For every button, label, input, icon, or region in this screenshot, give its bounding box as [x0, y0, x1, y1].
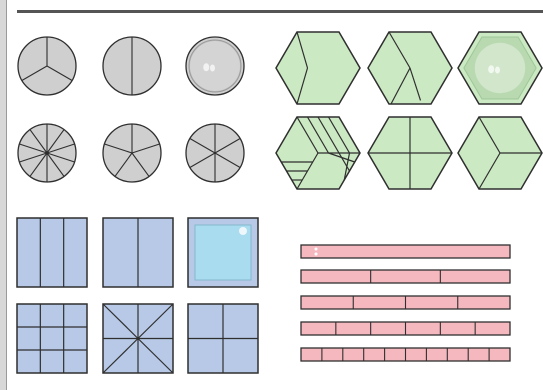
bar-whole[interactable] — [300, 244, 511, 259]
circle-whole-dropzone[interactable] — [184, 35, 246, 97]
square-eighths[interactable] — [102, 303, 174, 374]
hexagon-twelfths[interactable] — [274, 115, 362, 191]
hexagon-thirds-rhombus[interactable] — [456, 115, 543, 191]
circle-tenths[interactable] — [16, 122, 78, 184]
circle-sixths[interactable] — [184, 122, 246, 184]
bar-sixths[interactable] — [300, 321, 511, 336]
circle-halves[interactable] — [101, 35, 163, 97]
square-thirds[interactable] — [16, 217, 88, 288]
hexagon-thirds[interactable] — [274, 30, 362, 106]
bar-tenths[interactable] — [300, 347, 511, 362]
square-ninths[interactable] — [16, 303, 88, 374]
square-whole-dropzone[interactable] — [187, 217, 259, 288]
hexagon-whole-dropzone[interactable] — [456, 30, 543, 106]
hexagon-halves[interactable] — [366, 30, 454, 106]
bar-thirds[interactable] — [300, 269, 511, 284]
square-quarters[interactable] — [187, 303, 259, 374]
circle-fifths[interactable] — [101, 122, 163, 184]
square-halves[interactable] — [102, 217, 174, 288]
hexagon-quarters[interactable] — [366, 115, 454, 191]
top-divider — [17, 10, 543, 13]
window-left-edge — [0, 0, 7, 390]
bar-quarters[interactable] — [300, 295, 511, 310]
circle-thirds[interactable] — [16, 35, 78, 97]
